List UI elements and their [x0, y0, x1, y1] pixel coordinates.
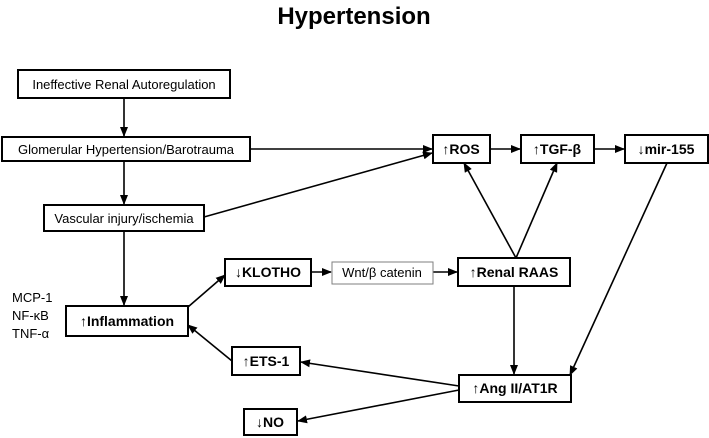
node-klotho: ↓KLOTHO — [224, 258, 312, 287]
node-mir155: ↓mir-155 — [624, 134, 709, 164]
node-klotho-label: ↓KLOTHO — [235, 264, 301, 280]
node-tgfb: ↑TGF-β — [520, 134, 595, 164]
edge-raas-ros — [463, 162, 517, 259]
edges — [120, 98, 668, 424]
edge-ang-ets1 — [300, 359, 460, 387]
diagram-title: Hypertension — [277, 3, 430, 30]
node-raas: ↑Renal RAAS — [457, 257, 571, 287]
edge-ets1-inflammation — [187, 324, 233, 362]
node-vascular: Vascular injury/ischemia — [43, 204, 205, 232]
node-ineffective-label: Ineffective Renal Autoregulation — [32, 77, 215, 92]
node-glomerular-label: Glomerular Hypertension/Barotrauma — [18, 142, 235, 157]
node-wnt-label: Wnt/β catenin — [342, 265, 422, 280]
side-labels: MCP-1 NF-κB TNF-α — [12, 290, 52, 341]
edge-mir155-ang — [569, 162, 668, 376]
node-inflammation-label: ↑Inflammation — [80, 313, 174, 329]
node-tgfb-label: ↑TGF-β — [533, 141, 582, 157]
node-raas-label: ↑Renal RAAS — [470, 264, 559, 280]
node-ets1: ↑ETS-1 — [231, 346, 301, 376]
edge-ang-no — [297, 389, 460, 424]
node-ets1-label: ↑ETS-1 — [243, 353, 290, 369]
side-label-mcp1: MCP-1 — [12, 290, 52, 305]
node-inflammation: ↑Inflammation — [65, 305, 189, 337]
side-label-nfkb: NF-κB — [12, 308, 49, 323]
node-glomerular: Glomerular Hypertension/Barotrauma — [1, 136, 251, 162]
node-ineffective: Ineffective Renal Autoregulation — [17, 69, 231, 99]
node-wnt: Wnt/β catenin — [331, 261, 434, 285]
node-ros: ↑ROS — [432, 134, 491, 164]
edge-inflammation-klotho — [187, 274, 226, 308]
edge-vascular-ros — [203, 151, 433, 218]
node-no-label: ↓NO — [256, 414, 284, 430]
node-vascular-label: Vascular injury/ischemia — [54, 211, 194, 226]
node-mir155-label: ↓mir-155 — [638, 141, 695, 157]
side-label-tnfa: TNF-α — [12, 326, 50, 341]
edge-raas-tgfb — [515, 162, 558, 259]
node-ang: ↑Ang II/AT1R — [458, 374, 572, 403]
node-ang-label: ↑Ang II/AT1R — [472, 380, 557, 396]
node-no: ↓NO — [243, 408, 298, 436]
node-ros-label: ↑ROS — [442, 141, 479, 157]
